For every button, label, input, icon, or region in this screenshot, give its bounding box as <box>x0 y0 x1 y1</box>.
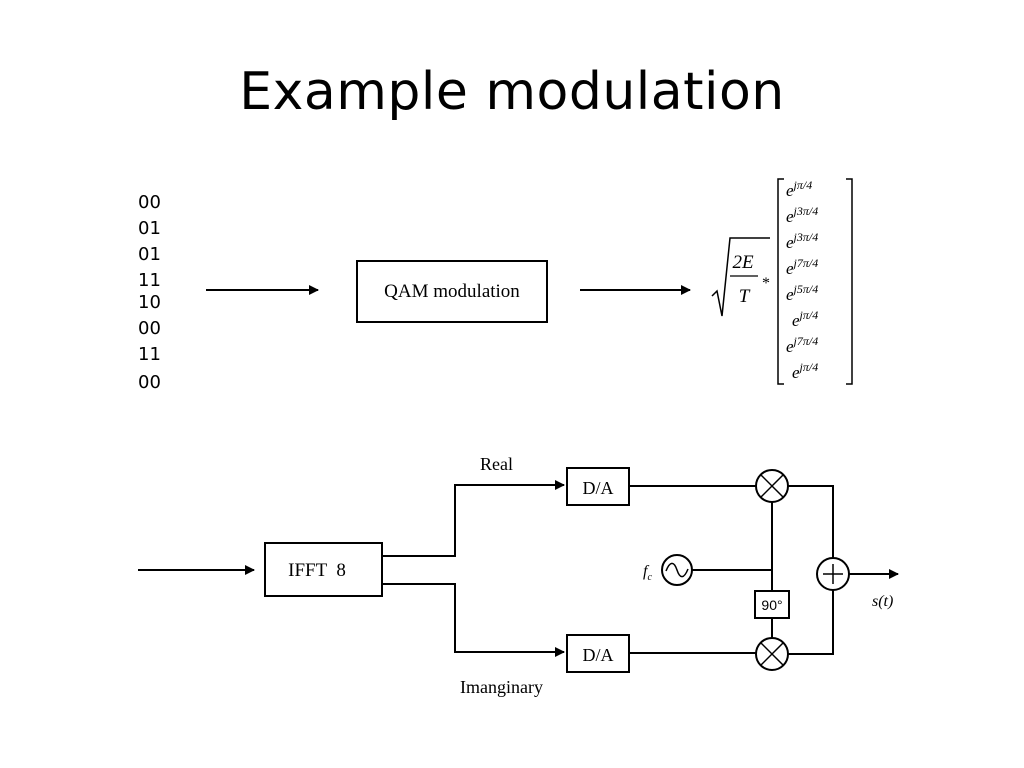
symbol-entry: ejπ/4 <box>792 360 818 382</box>
bit-pair: 00 <box>138 192 161 213</box>
multiply-sign: * <box>762 275 770 292</box>
scale-numerator: 2E <box>732 252 754 273</box>
bit-pair: 01 <box>138 218 161 239</box>
qam-modulation-block <box>356 260 548 323</box>
scale-factor: 2E T * <box>711 237 770 317</box>
slide-title: Example modulation <box>239 62 785 122</box>
phase-shift-label: 90° <box>761 597 782 613</box>
bit-pair: 01 <box>138 244 161 265</box>
carrier-label: fc <box>643 563 652 583</box>
scale-denominator: T <box>739 286 751 307</box>
bit-pair: 10 <box>138 292 161 313</box>
ifft-label: IFFT 8 <box>288 560 346 581</box>
imag-branch-line <box>382 583 565 657</box>
symbol-entry: ejπ/4 <box>786 178 812 200</box>
real-branch-line <box>382 480 565 557</box>
phase-shift-block <box>754 590 790 619</box>
symbol-entry: ej5π/4 <box>786 282 818 304</box>
bit-pair: 00 <box>138 372 161 393</box>
symbol-entry: ejπ/4 <box>792 308 818 330</box>
real-label: Real <box>480 454 513 474</box>
oscillator-icon <box>661 554 693 586</box>
bit-pair: 00 <box>138 318 161 339</box>
symbol-entry: ej7π/4 <box>786 256 818 278</box>
mixer-bottom-icon <box>755 637 789 671</box>
mixer-top-icon <box>755 469 789 503</box>
symbol-entry: ej3π/4 <box>786 204 818 226</box>
da-bottom-label: D/A <box>583 645 614 665</box>
bottom-mixer-to-sum <box>788 590 834 655</box>
left-bracket <box>777 178 784 385</box>
symbol-entry: ej7π/4 <box>786 334 818 356</box>
ifft-block <box>264 542 383 597</box>
symbol-entry: ej3π/4 <box>786 230 818 252</box>
right-bracket <box>846 178 853 385</box>
symbol-vector: ejπ/4 ej3π/4 ej3π/4 ej7π/4 ej5π/4 ejπ/4 … <box>777 178 853 385</box>
output-label: s(t) <box>872 593 893 610</box>
bit-column: 00 01 01 11 10 00 11 00 <box>138 192 161 393</box>
qam-modulation-label: QAM modulation <box>384 281 520 302</box>
sqrt-sign <box>711 237 770 317</box>
bit-pair: 11 <box>138 344 161 365</box>
da-top-label: D/A <box>583 478 614 498</box>
top-mixer-to-sum <box>788 485 834 558</box>
imag-label: Imanginary <box>460 677 543 697</box>
bit-pair: 11 <box>138 270 161 291</box>
summer-icon <box>816 557 850 591</box>
